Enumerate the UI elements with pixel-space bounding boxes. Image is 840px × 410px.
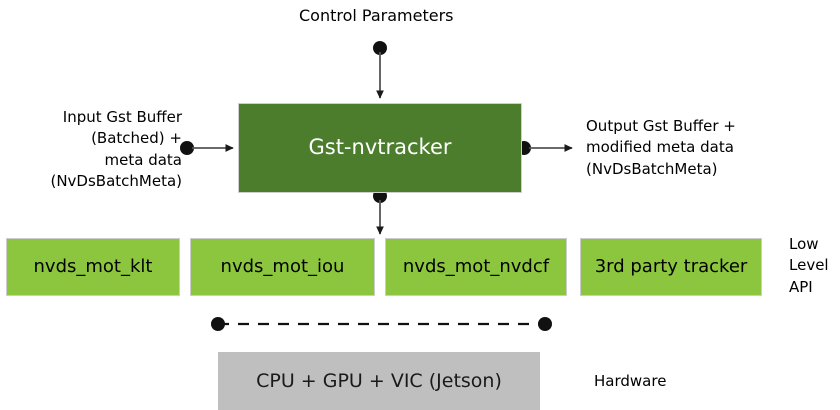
control-parameters-label: Control Parameters xyxy=(299,6,454,25)
plugin-to-lowlevel-connector xyxy=(373,189,387,235)
hardware-label: Hardware xyxy=(594,372,667,390)
low-level-lib-3rd-party-tracker: 3rd party tracker xyxy=(580,238,762,296)
lowlevel-to-hardware-connector xyxy=(211,317,552,331)
low-level-lib-nvds-mot-nvdcf: nvds_mot_nvdcf xyxy=(385,238,567,296)
low-level-api-label: Low Level API xyxy=(789,235,829,296)
control-parameters-connector xyxy=(373,41,387,99)
input-buffer-label: Input Gst Buffer (Batched) + meta data (… xyxy=(50,108,182,190)
gst-nvtracker-block: Gst-nvtracker xyxy=(238,103,522,193)
hardware-block: CPU + GPU + VIC (Jetson) xyxy=(218,352,540,410)
output-buffer-connector xyxy=(517,141,573,155)
output-buffer-label: Output Gst Buffer + modified meta data (… xyxy=(586,117,736,178)
low-level-lib-nvds-mot-klt: nvds_mot_klt xyxy=(6,238,180,296)
low-level-lib-nvds-mot-iou: nvds_mot_iou xyxy=(190,238,375,296)
input-buffer-connector xyxy=(180,141,234,155)
